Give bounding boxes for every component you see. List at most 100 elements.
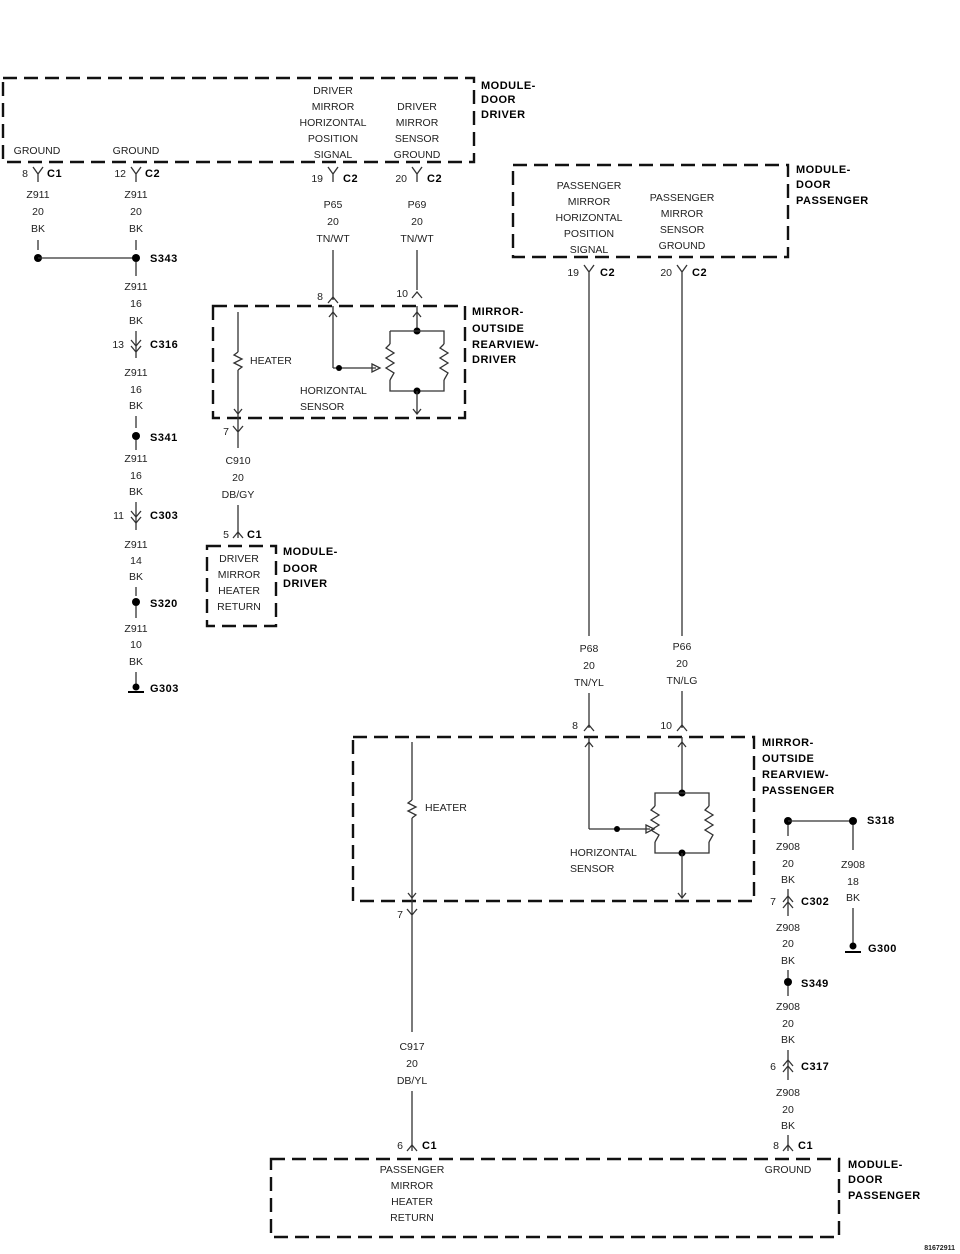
- title-line: DOOR: [796, 179, 831, 191]
- wire-gauge: 20: [676, 658, 688, 670]
- mirror-driver-title: MIRROR- OUTSIDE REARVIEW- DRIVER: [472, 306, 539, 366]
- pin-symbol: [583, 723, 595, 732]
- label-line: MIRROR: [568, 196, 611, 208]
- title-line: DOOR: [283, 563, 318, 575]
- pin-label-passenger-heater-return: PASSENGER MIRROR HEATER RETURN: [380, 1164, 445, 1224]
- wire-color: BK: [846, 892, 860, 904]
- label-line: MIRROR: [312, 101, 355, 113]
- pin-number: 6: [770, 1061, 776, 1073]
- pin-number: 7: [770, 896, 776, 908]
- wire-color: BK: [129, 400, 143, 412]
- wire-gauge: 20: [130, 206, 142, 218]
- label-line: DRIVER: [397, 101, 437, 113]
- sensor-frame: [389, 330, 445, 392]
- connector-symbol: [406, 1143, 418, 1152]
- label-line: RETURN: [390, 1212, 434, 1224]
- wire-label: Z908 20 BK: [776, 1001, 800, 1046]
- wire-label: C917 20 DB/YL: [397, 1041, 428, 1087]
- label-line: HORIZONTAL: [570, 847, 637, 859]
- heater-element-symbol: [232, 351, 244, 371]
- label-line: SIGNAL: [570, 244, 609, 256]
- module-door-driver-top-box: [1, 76, 476, 164]
- wire-color: BK: [129, 223, 143, 235]
- pin-number: 8: [22, 168, 28, 180]
- pin-label-passenger-hpos: PASSENGER MIRROR HORIZONTAL POSITION SIG…: [556, 180, 623, 256]
- module-door-passenger-top-title: MODULE- DOOR PASSENGER: [796, 164, 868, 207]
- label-line: HORIZONTAL: [556, 212, 623, 224]
- sensor-frame: [654, 792, 710, 854]
- wire-gauge: 16: [130, 470, 142, 482]
- splice-dot: [849, 817, 857, 825]
- inline-connector-symbol: [130, 510, 142, 525]
- passenger-mirror-internals: HORIZONTAL SENSOR HEATER: [406, 737, 715, 901]
- module-door-passenger-top-box: [511, 163, 790, 259]
- pin-symbol: [328, 310, 338, 318]
- title-line: MODULE-: [848, 1159, 903, 1171]
- label-line: MIRROR: [218, 569, 261, 581]
- connector-symbol: [782, 1143, 794, 1152]
- wire-color: TN/WT: [316, 233, 350, 245]
- splice-name: S341: [150, 432, 178, 444]
- pin-number: 10: [396, 288, 408, 300]
- wire-label: P68 20 TN/YL: [574, 643, 604, 689]
- pin-number: 10: [660, 720, 672, 732]
- ground-name: G300: [868, 943, 897, 955]
- splice-dot: [132, 432, 140, 440]
- module-door-driver-bottom-box: [205, 544, 278, 628]
- wire-gauge: 16: [130, 298, 142, 310]
- connector-name: C303: [150, 510, 178, 522]
- label-line: HEATER: [218, 585, 260, 597]
- pin-number: 20: [395, 173, 407, 185]
- connector-symbol: [32, 166, 44, 182]
- connector-name: C302: [801, 896, 829, 908]
- ground-dot: [132, 683, 140, 691]
- wire-color: BK: [781, 1034, 795, 1046]
- pin-number: 8: [773, 1140, 779, 1152]
- wire-label: C910 20 DB/GY: [222, 455, 255, 501]
- wire-code: Z911: [124, 367, 147, 379]
- pin-symbol: [676, 723, 688, 732]
- junction-dot: [336, 365, 342, 371]
- connector-symbol: [411, 166, 423, 182]
- label-line: HEATER: [391, 1196, 433, 1208]
- connector-name: C2: [343, 173, 358, 185]
- pin-symbol: [677, 892, 687, 900]
- wire-color: BK: [129, 315, 143, 327]
- wire-color: BK: [129, 656, 143, 668]
- inline-connector-symbol: [782, 894, 794, 909]
- wire-label: Z911 10 BK: [124, 623, 147, 668]
- label-line: HORIZONTAL: [300, 117, 367, 129]
- label-line: SIGNAL: [314, 149, 353, 161]
- wire-code: Z911: [124, 189, 147, 201]
- pin-number: 8: [572, 720, 578, 732]
- wire-color: BK: [781, 1120, 795, 1132]
- pin-number: 6: [397, 1140, 403, 1152]
- wire-label: Z911 20 BK: [124, 189, 147, 235]
- wire-gauge: 20: [782, 1018, 794, 1030]
- wire-label: Z911 16 BK: [124, 367, 147, 412]
- mirror-passenger-box: [351, 735, 756, 903]
- wire-code: Z908: [776, 922, 800, 934]
- connector-name: C2: [145, 168, 160, 180]
- title-line: DRIVER: [481, 109, 526, 121]
- pin-label-ground: GROUND: [113, 145, 160, 157]
- title-line: PASSENGER: [762, 785, 835, 797]
- connector-name: C2: [427, 173, 442, 185]
- label-line: DRIVER: [313, 85, 353, 97]
- wire-color: DB/GY: [222, 489, 255, 501]
- wire-code: C917: [399, 1041, 424, 1053]
- wire-code: Z911: [124, 623, 147, 635]
- connector-name: C316: [150, 339, 178, 351]
- title-line: MODULE-: [481, 80, 536, 92]
- label-line: MIRROR: [391, 1180, 434, 1192]
- pin-symbol: [232, 418, 244, 448]
- pin-number: 19: [311, 173, 323, 185]
- label-line: SENSOR: [395, 133, 440, 145]
- title-line: DOOR: [848, 1174, 883, 1186]
- mirror-passenger-title: MIRROR- OUTSIDE REARVIEW- PASSENGER: [762, 737, 835, 797]
- title-line: MODULE-: [283, 546, 338, 558]
- driver-heater-return-wire: 7 C910 20 DB/GY 5 C1: [222, 418, 262, 541]
- resistor-symbol: [649, 805, 661, 843]
- wire-gauge: 20: [406, 1058, 418, 1070]
